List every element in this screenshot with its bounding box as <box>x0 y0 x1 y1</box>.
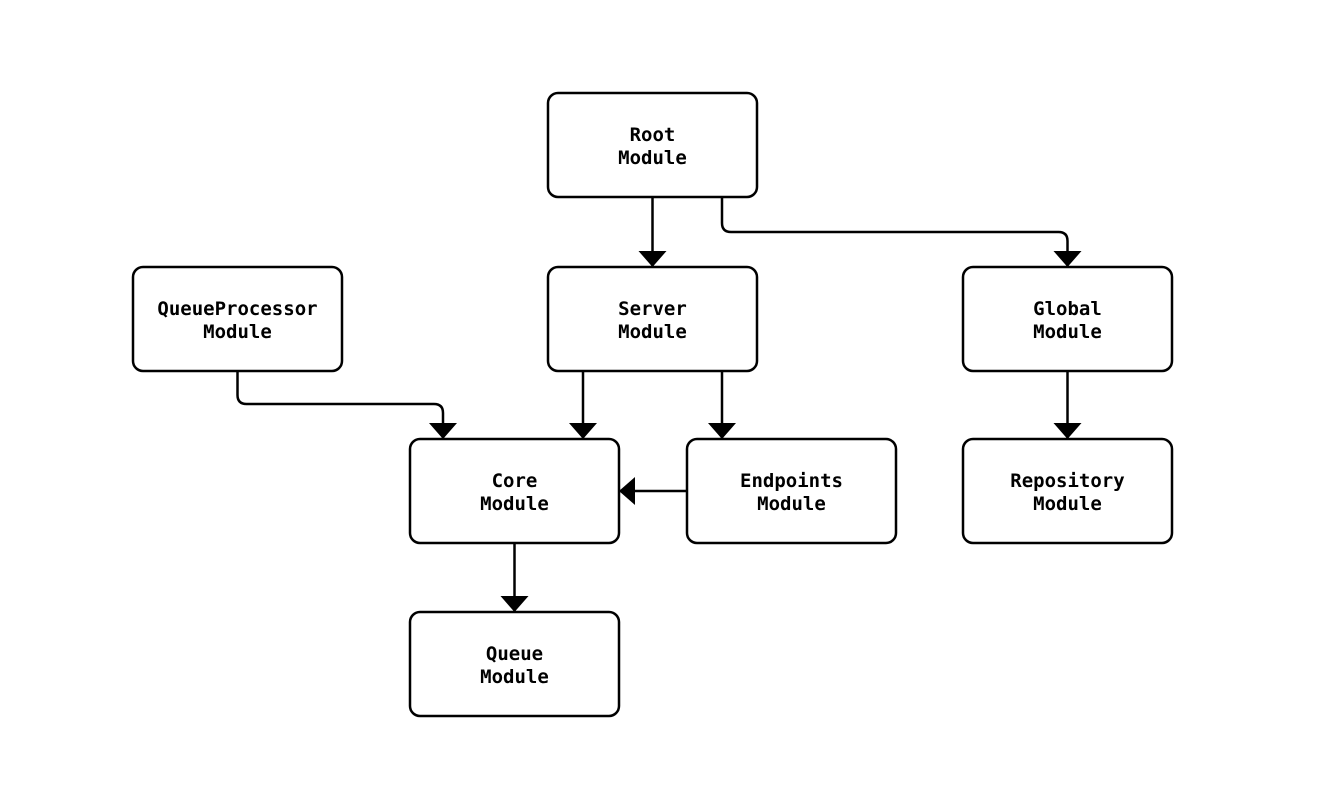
node-label-line: Module <box>1033 493 1102 515</box>
node-label-line: Module <box>480 666 549 688</box>
edge-queueprocessor-to-core <box>236 371 457 439</box>
node-label-line: Module <box>1033 321 1102 343</box>
node-label-line: Global <box>1033 298 1102 320</box>
node-label-line: Module <box>203 321 272 343</box>
node-box-queueprocessor <box>131 265 344 373</box>
node-box-endpoints <box>685 437 898 545</box>
node-box-core <box>408 437 621 545</box>
node-box-queue <box>408 610 621 718</box>
node-label-line: Core <box>492 470 538 492</box>
node-label-line: Server <box>618 298 687 320</box>
node-label-line: Module <box>757 493 826 515</box>
node-label-line: Endpoints <box>740 470 843 492</box>
node-label-line: Module <box>480 493 549 515</box>
node-box-repository <box>961 437 1174 545</box>
edges-layer <box>236 197 1082 612</box>
node-label-line: Root <box>630 124 676 146</box>
node-box-global <box>961 265 1174 373</box>
edge-root-to-global <box>720 197 1082 267</box>
node-box-server <box>546 265 759 373</box>
node-label-line: Queue <box>486 643 543 665</box>
node-label-line: Module <box>618 147 687 169</box>
node-label-line: QueueProcessor <box>157 298 317 320</box>
node-box-root <box>546 91 759 199</box>
node-label-line: Repository <box>1010 470 1124 492</box>
node-label-line: Module <box>618 321 687 343</box>
